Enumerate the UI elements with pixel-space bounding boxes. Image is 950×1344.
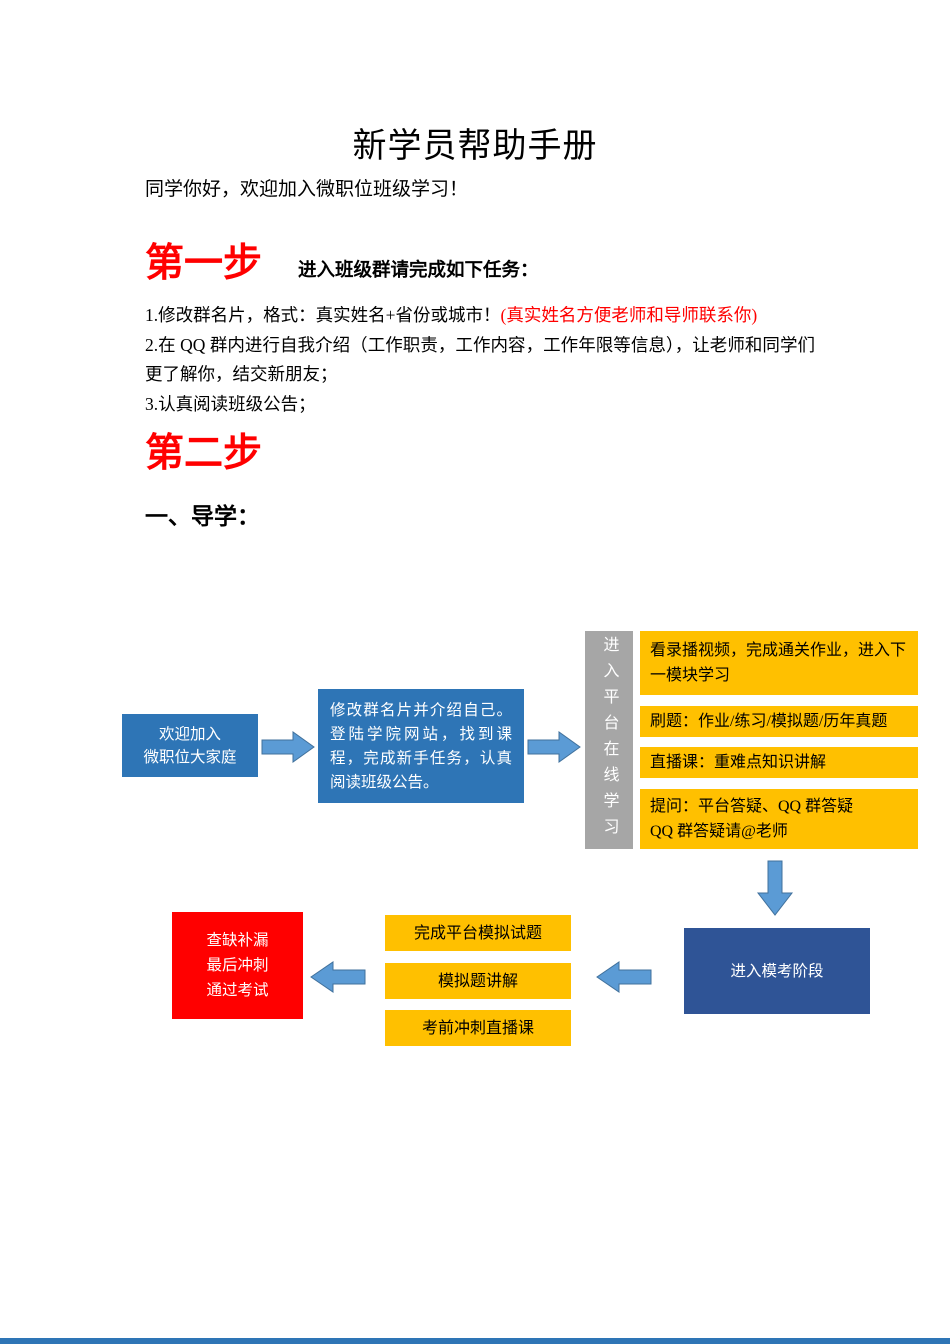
arrow-right-icon-2 [527,731,581,763]
flow-mock-box: 进入模考阶段 [684,928,870,1014]
flow-mock-task-box-2: 模拟题讲解 [385,963,571,999]
flow-task-box-1: 看录播视频，完成通关作业，进入下一模块学习 [640,631,918,695]
step2-heading: 第二步 [145,432,263,475]
flow-welcome-box: 欢迎加入 微职位大家庭 [122,714,258,777]
arrow-down-icon [756,860,794,916]
flow-mock-task-box-3: 考前冲刺直播课 [385,1010,571,1046]
flow-task-box-2: 刷题：作业/练习/模拟题/历年真题 [640,706,918,737]
task-item-1-note: (真实姓名方便老师和导师联系你) [500,305,758,325]
section-heading-daoxue: 一、导学： [145,503,260,529]
step1-task-list: 1.修改群名片，格式：真实姓名+省份或城市！(真实姓名方便老师和导师联系你) 2… [145,301,815,419]
task-item-1: 1.修改群名片，格式：真实姓名+省份或城市！(真实姓名方便老师和导师联系你) [145,301,815,331]
flow-task-box-4: 提问：平台答疑、QQ 群答疑 QQ 群答疑请@老师 [640,789,918,849]
flow-task-box-3: 直播课：重难点知识讲解 [640,747,918,778]
task-item-2: 2.在 QQ 群内进行自我介绍（工作职责，工作内容，工作年限等信息），让老师和同… [145,334,815,385]
step1-subheading: 进入班级群请完成如下任务： [298,261,539,281]
task-item-3: 3.认真阅读班级公告； [145,393,316,414]
task-item-1-text: 1.修改群名片，格式：真实姓名+省份或城市！ [145,305,501,325]
step1-heading: 第一步 [145,242,263,285]
greeting-text: 同学你好，欢迎加入微职位班级学习！ [145,179,469,200]
arrow-left-icon-2 [310,961,366,993]
flow-platform-box: 进入平台在线学习 [585,631,633,849]
bottom-edge-strip [0,1338,950,1344]
flow-intro-box: 修改群名片并介绍自己。登陆学院网站，找到课程，完成新手任务，认真阅读班级公告。 [318,689,524,803]
step1-heading-row: 第一步 进入班级群请完成如下任务： [145,232,539,288]
arrow-left-icon-1 [596,961,652,993]
arrow-right-icon-1 [261,731,315,763]
flow-final-box: 查缺补漏 最后冲刺 通过考试 [172,912,303,1019]
flow-mock-task-box-1: 完成平台模拟试题 [385,915,571,951]
page-title: 新学员帮助手册 [352,128,598,165]
